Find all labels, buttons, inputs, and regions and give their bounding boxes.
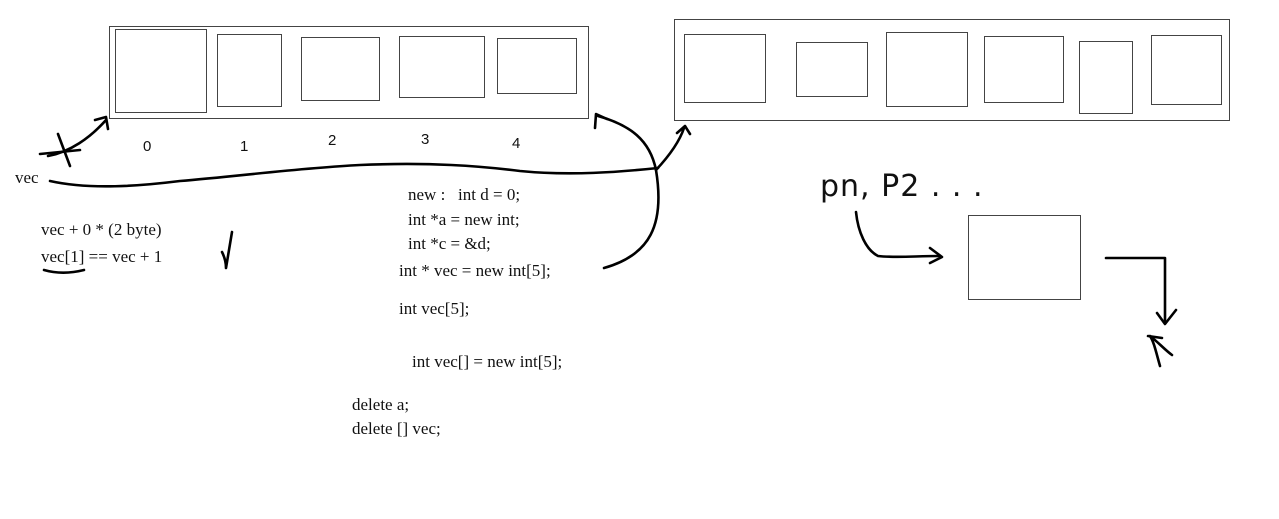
- vec-to-cell0-arrow: [46, 118, 108, 158]
- array-right-cell-2: [886, 32, 968, 107]
- code-line-int-vec-brackets: int vec[] = new int[5];: [412, 352, 563, 371]
- index-label-4: 4: [512, 135, 521, 152]
- code-line-int-vec-new: int * vec = new int[5];: [399, 261, 551, 280]
- code-line-int-a: int *a = new int;: [408, 210, 520, 229]
- cross-mark: [56, 132, 72, 168]
- array-cell-4: [497, 38, 577, 94]
- cross-mark-2: [38, 148, 82, 156]
- handwritten-pointer-list: pn, P2 . . .: [820, 169, 984, 204]
- curve-into-right-array: [654, 126, 686, 172]
- array-right-cell-5: [1151, 35, 1222, 105]
- code-line-int-c: int *c = &d;: [408, 234, 491, 253]
- pointer-to-box-arrow: [854, 210, 942, 259]
- arrowhead-left-array: [593, 112, 609, 130]
- memory-box: [968, 215, 1081, 300]
- array-right-cell-4: [1079, 41, 1133, 114]
- array-container-right: [674, 19, 1230, 121]
- index-equivalence-note: vec[1] == vec + 1: [41, 247, 163, 266]
- index-label-0: 0: [143, 138, 152, 155]
- array-cell-1: [217, 34, 282, 107]
- vec-to-right-array-curve: [48, 162, 660, 188]
- code-line-new-int-d: new : int d = 0;: [408, 185, 521, 204]
- array-cell-0: [115, 29, 207, 113]
- new-array-arrow-curve: [596, 114, 660, 270]
- check-mark: [220, 230, 234, 270]
- code-line-int-vec-array: int vec[5];: [399, 299, 470, 318]
- arrowhead-box: [928, 246, 944, 265]
- index-label-2: 2: [328, 132, 337, 149]
- box-out-line: [1104, 256, 1167, 324]
- array-right-cell-1: [796, 42, 868, 97]
- pointer-arithmetic-note: vec + 0 * (2 byte): [41, 220, 162, 239]
- arrowhead-right-array: [675, 124, 692, 136]
- underline-vec1: [42, 268, 86, 274]
- arrowhead-down: [1155, 308, 1178, 326]
- arrowhead-cell0: [93, 115, 110, 131]
- array-right-cell-3: [984, 36, 1064, 103]
- scribble-arrow-head: [1146, 334, 1164, 340]
- code-line-delete-a: delete a;: [352, 395, 410, 414]
- array-container-left: [109, 26, 589, 119]
- code-line-delete-vec: delete [] vec;: [352, 419, 441, 438]
- vec-pointer-label: vec: [15, 168, 39, 187]
- scribble-arrow: [1148, 334, 1174, 368]
- array-cell-2: [301, 37, 380, 101]
- array-cell-3: [399, 36, 485, 98]
- index-label-3: 3: [421, 131, 430, 148]
- index-label-1: 1: [240, 138, 249, 155]
- array-right-cell-0: [684, 34, 766, 103]
